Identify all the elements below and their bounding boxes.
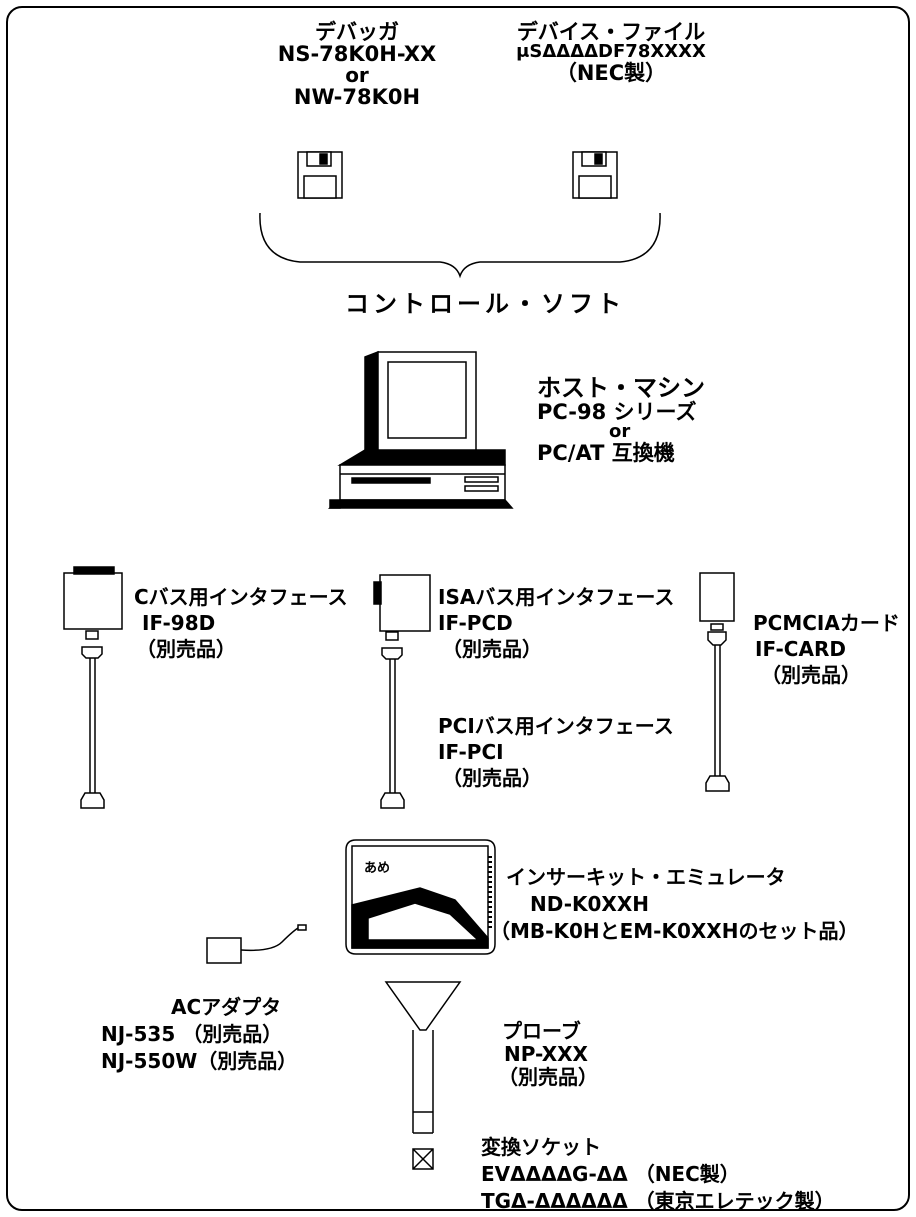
emulator-set: （MB-K0HとEM-K0XXHのセット品） (490, 919, 859, 943)
ac-adapter-icon (207, 925, 306, 963)
pcmcia-model: IF-CARD (755, 637, 846, 661)
emulator-label: インサーキット・エミュレータ ND-K0XXH （MB-K0HとEM-K0XXH… (490, 864, 858, 945)
floppy-disk-icon-device-file (573, 152, 617, 198)
device-file-label: デバイス・ファイル μSΔΔΔΔDF78XXXX （NEC製） (500, 21, 722, 84)
ac-adapter-title: ACアダプタ (171, 995, 282, 1019)
socket-title: 変換ソケット (481, 1135, 601, 1159)
cbus-model: IF-98D (142, 611, 216, 635)
probe-note: （別売品） (498, 1065, 598, 1089)
debugger-title: デバッガ (315, 20, 399, 44)
pcmcia-title: PCMCIAカード (753, 611, 900, 635)
pcmcia-label: PCMCIAカード IF-CARD （別売品） (753, 610, 900, 688)
debugger-or: or (345, 63, 369, 88)
isa-model: IF-PCD (438, 611, 513, 635)
device-file-maker: （NEC製） (555, 60, 667, 85)
host-or: or (609, 421, 631, 443)
ac-adapter-nj550w: NJ-550W（別売品） (101, 1049, 298, 1073)
isa-note: （別売品） (442, 637, 542, 661)
pci-label: PCIバス用インタフェース IF-PCI （別売品） (438, 713, 674, 791)
brace-bracket (260, 213, 660, 276)
cbus-note: （別売品） (136, 637, 236, 661)
debugger-alt-name: NW-78K0H (293, 85, 421, 110)
emulator-model: ND-K0XXH (530, 892, 650, 916)
socket-icon (413, 1149, 433, 1169)
emulator-title: インサーキット・エミュレータ (506, 865, 786, 889)
floppy-disk-icon-debugger (298, 152, 342, 198)
socket-tokyo: TGΔ-ΔΔΔΔΔΔ （東京エレテック製） (481, 1189, 835, 1213)
svg-text:あめ: あめ (364, 861, 390, 876)
pcmcia-note: （別売品） (761, 663, 861, 687)
cbus-label: Cバス用インタフェース IF-98D （別売品） (134, 584, 348, 662)
pcmcia-card-icon (700, 573, 734, 791)
isa-title: ISAバス用インタフェース (438, 585, 675, 609)
ac-adapter-nj535: NJ-535 （別売品） (101, 1022, 283, 1046)
host-pc98: PC-98 シリーズ (537, 400, 697, 425)
pci-title: PCIバス用インタフェース (438, 714, 674, 738)
isa-interface-card-icon (374, 575, 430, 808)
host-machine-label: ホスト・マシン PC-98 シリーズ or PC/AT 互換機 (537, 374, 705, 466)
isa-label: ISAバス用インタフェース IF-PCD （別売品） (438, 584, 674, 662)
computer-icon (330, 352, 512, 508)
socket-label: 変換ソケット EVΔΔΔΔG-ΔΔ （NEC製） TGΔ-ΔΔΔΔΔΔ （東京エ… (481, 1134, 835, 1215)
host-title: ホスト・マシン (537, 374, 705, 402)
ac-adapter-label: ACアダプタ NJ-535 （別売品） NJ-550W（別売品） (101, 994, 297, 1075)
outer-frame (6, 6, 910, 1211)
cbus-title: Cバス用インタフェース (134, 585, 348, 609)
probe-title: プローブ (502, 1019, 581, 1043)
debugger-label: デバッガ NS-78K0H-XX or NW-78K0H (262, 21, 452, 108)
pci-model: IF-PCI (438, 740, 504, 764)
cbus-interface-card-icon (64, 567, 122, 808)
device-file-name: μSΔΔΔΔDF78XXXX (516, 41, 706, 63)
probe-label: プローブ NP-XXX （別売品） (482, 1020, 598, 1089)
emulator-icon: あめ (346, 840, 495, 954)
device-file-title: デバイス・ファイル (516, 20, 706, 44)
control-software-label: コントロール・ソフト (345, 290, 625, 318)
socket-nec: EVΔΔΔΔG-ΔΔ （NEC製） (481, 1162, 740, 1186)
debugger-name: NS-78K0H-XX (277, 42, 437, 67)
probe-model: NP-XXX (504, 1042, 588, 1066)
host-pcat: PC/AT 互換機 (537, 441, 675, 466)
pci-note: （別売品） (442, 766, 542, 790)
probe-icon (386, 982, 460, 1133)
